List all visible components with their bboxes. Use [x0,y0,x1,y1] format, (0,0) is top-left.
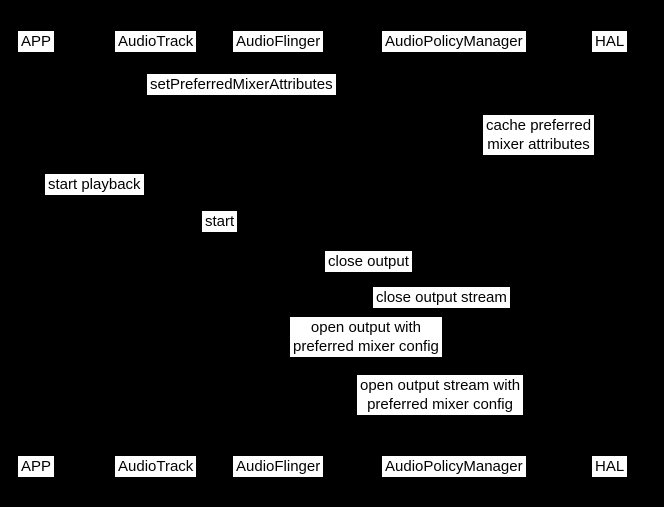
message-close-output-stream: close output stream [373,287,510,308]
actor-app-top: APP [18,31,55,52]
message-start: start [202,211,238,232]
actor-audiotrack-top: AudioTrack [115,31,197,52]
message-start-playback: start playback [45,174,144,195]
actor-audioflinger-bottom: AudioFlinger [233,456,324,477]
actor-audiopolicymanager-bottom: AudioPolicyManager [382,456,526,477]
actor-audiopolicymanager-top: AudioPolicyManager [382,31,526,52]
actor-hal-bottom: HAL [592,456,628,477]
message-open-output-with-preferred-mixer-config: open output with preferred mixer config [290,317,442,357]
actor-audiotrack-bottom: AudioTrack [115,456,197,477]
message-open-output-stream-with-preferred-mixer-config: open output stream with preferred mixer … [357,375,524,415]
message-line: cache preferred [486,117,592,134]
message-line: mixer attributes [487,136,590,153]
message-line: preferred mixer config [293,338,439,355]
message-line: preferred mixer config [367,396,513,413]
message-set-preferred-mixer-attributes: setPreferredMixerAttributes [147,74,336,95]
message-line: open output stream with [360,377,521,394]
actor-app-bottom: APP [18,456,55,477]
actor-audioflinger-top: AudioFlinger [233,31,324,52]
message-line: open output with [310,319,421,336]
actor-hal-top: HAL [592,31,628,52]
message-close-output: close output [325,251,412,272]
message-cache-preferred-mixer-attributes: cache preferred mixer attributes [483,115,595,155]
